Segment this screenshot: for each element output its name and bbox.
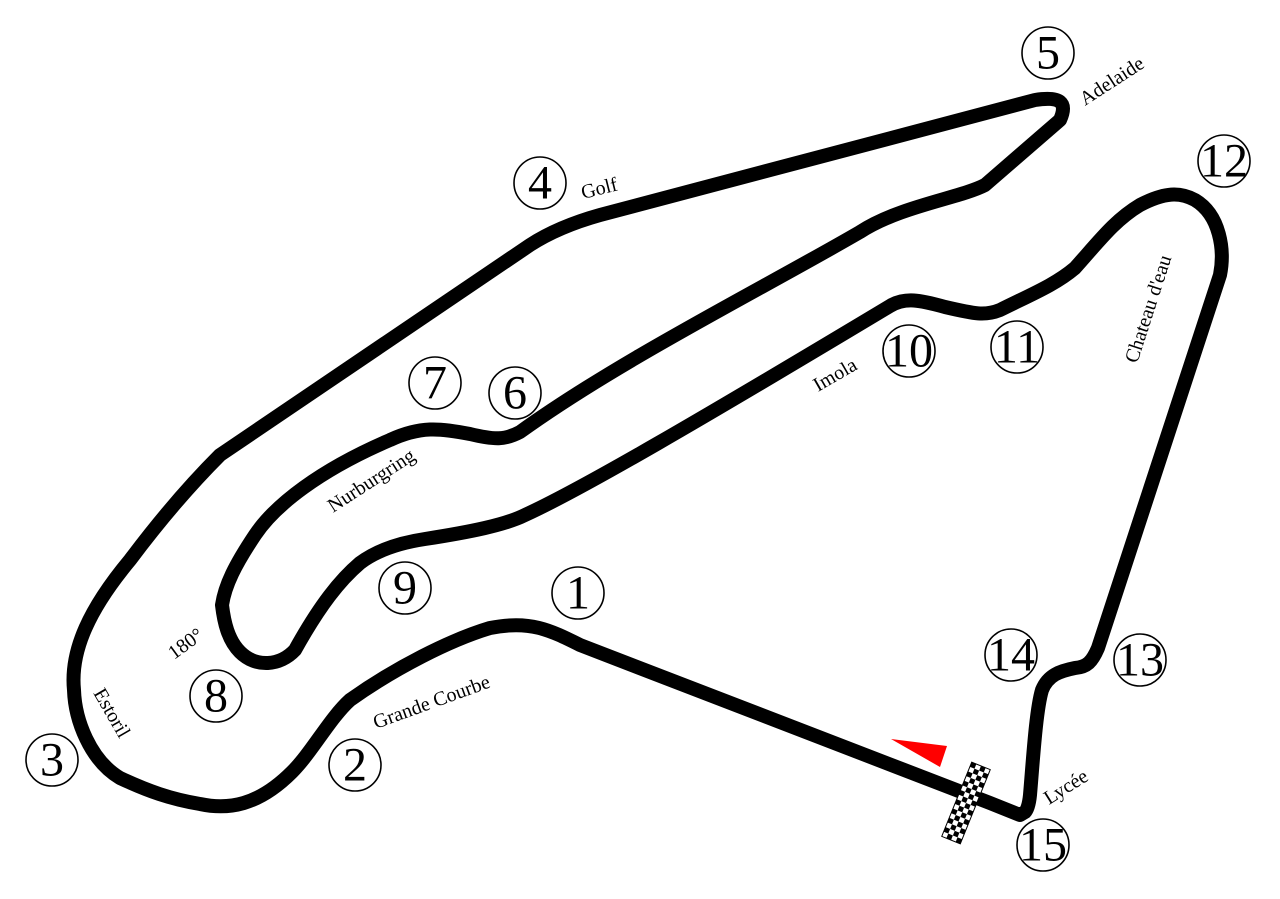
turn-number: 2 xyxy=(343,739,367,792)
turn-number: 3 xyxy=(40,734,64,787)
turn-number: 9 xyxy=(393,562,417,615)
turn-marker: 4 xyxy=(513,156,567,210)
turn-number: 14 xyxy=(987,629,1035,682)
corner-label-adelaide: Adelaide xyxy=(1076,52,1149,110)
turn-number: 5 xyxy=(1036,27,1060,80)
turn-number: 8 xyxy=(204,670,228,723)
corner-label-chateau-deau: Chateau d'eau xyxy=(1121,252,1176,365)
turn-marker: 15 xyxy=(1016,818,1070,872)
turn-number: 10 xyxy=(885,325,933,378)
turn-marker: 13 xyxy=(1113,633,1167,687)
turn-number: 13 xyxy=(1116,634,1164,687)
turn-number: 12 xyxy=(1200,135,1248,188)
turn-marker: 3 xyxy=(25,733,79,787)
turn-marker: 5 xyxy=(1021,26,1075,80)
corner-label-estoril: Estoril xyxy=(89,685,135,743)
turn-number: 7 xyxy=(423,357,447,410)
corner-label-imola: Imola xyxy=(810,354,862,396)
turn-marker: 12 xyxy=(1197,134,1251,188)
checkered-flag-icon xyxy=(941,761,991,845)
turn-marker: 2 xyxy=(328,738,382,792)
corner-label-golf: Golf xyxy=(579,174,620,204)
turn-marker: 10 xyxy=(882,324,936,378)
turn-number: 6 xyxy=(503,367,527,420)
turn-marker: 8 xyxy=(189,669,243,723)
turn-number: 1 xyxy=(566,567,590,620)
turn-marker: 11 xyxy=(990,320,1044,374)
turn-number: 4 xyxy=(528,157,552,210)
turn-marker: 14 xyxy=(984,628,1038,682)
direction-arrow-icon xyxy=(891,739,947,767)
corner-label-lycee: Lycée xyxy=(1040,765,1092,809)
corner-label-180: 180° xyxy=(164,624,208,664)
turn-marker: 6 xyxy=(488,366,542,420)
turn-number: 11 xyxy=(994,321,1040,374)
turn-marker: 9 xyxy=(378,561,432,615)
turn-marker: 7 xyxy=(408,356,462,410)
turn-marker: 1 xyxy=(551,566,605,620)
track-outline xyxy=(66,91,1229,822)
turn-number: 15 xyxy=(1019,819,1067,872)
